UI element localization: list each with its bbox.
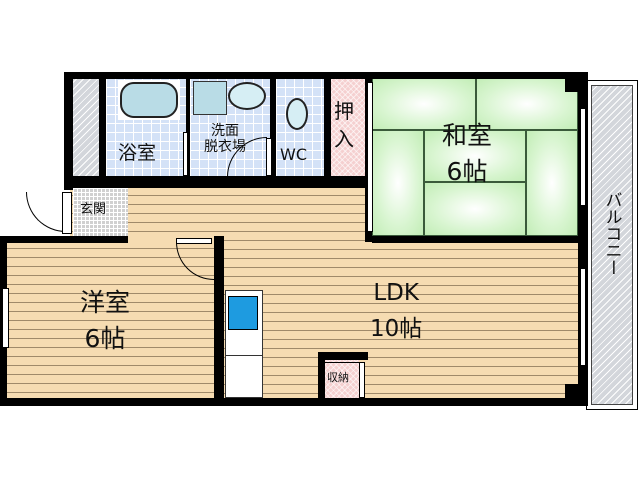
entrance-door bbox=[62, 192, 72, 234]
closet-label: 押 入 bbox=[334, 99, 354, 151]
balcony-label: バルコニー bbox=[601, 191, 622, 276]
kitchen-sink-icon bbox=[228, 296, 258, 330]
closet bbox=[331, 78, 365, 176]
door-washroom bbox=[266, 138, 272, 176]
japanese-room bbox=[372, 78, 578, 236]
bathtub bbox=[118, 80, 180, 120]
door-bath bbox=[183, 132, 188, 176]
window-japanese-left bbox=[367, 82, 373, 232]
wall-bottom bbox=[0, 398, 588, 406]
entrance bbox=[73, 188, 128, 236]
storage-door-swing bbox=[325, 362, 365, 398]
entrance-door-swing bbox=[26, 192, 66, 232]
western-room bbox=[4, 240, 220, 402]
balcony: バルコニー bbox=[586, 80, 638, 410]
japanese-room-label: 和室 6帖 bbox=[442, 121, 493, 186]
wall-right bbox=[578, 72, 588, 406]
pipe-space bbox=[73, 78, 99, 176]
bathtub-basin-icon bbox=[120, 82, 178, 118]
window-western-room bbox=[2, 288, 9, 348]
ldk-label: LDK 10帖 bbox=[370, 280, 423, 342]
door-western-room bbox=[176, 238, 212, 244]
window-ldk-balcony bbox=[580, 268, 586, 366]
wash-basin-icon bbox=[228, 82, 266, 110]
window-japanese-balcony bbox=[580, 108, 586, 206]
door-storage bbox=[359, 362, 365, 398]
entrance-label: 玄関 bbox=[80, 202, 107, 217]
wc-label: WC bbox=[280, 145, 307, 164]
wall-left-upper bbox=[64, 72, 73, 190]
bath-label: 浴室 bbox=[118, 142, 157, 164]
washing-machine-icon bbox=[193, 81, 227, 115]
western-room-label: 洋室 6帖 bbox=[80, 288, 131, 353]
wall-corridor-top bbox=[64, 176, 372, 188]
toilet-icon bbox=[286, 98, 308, 130]
